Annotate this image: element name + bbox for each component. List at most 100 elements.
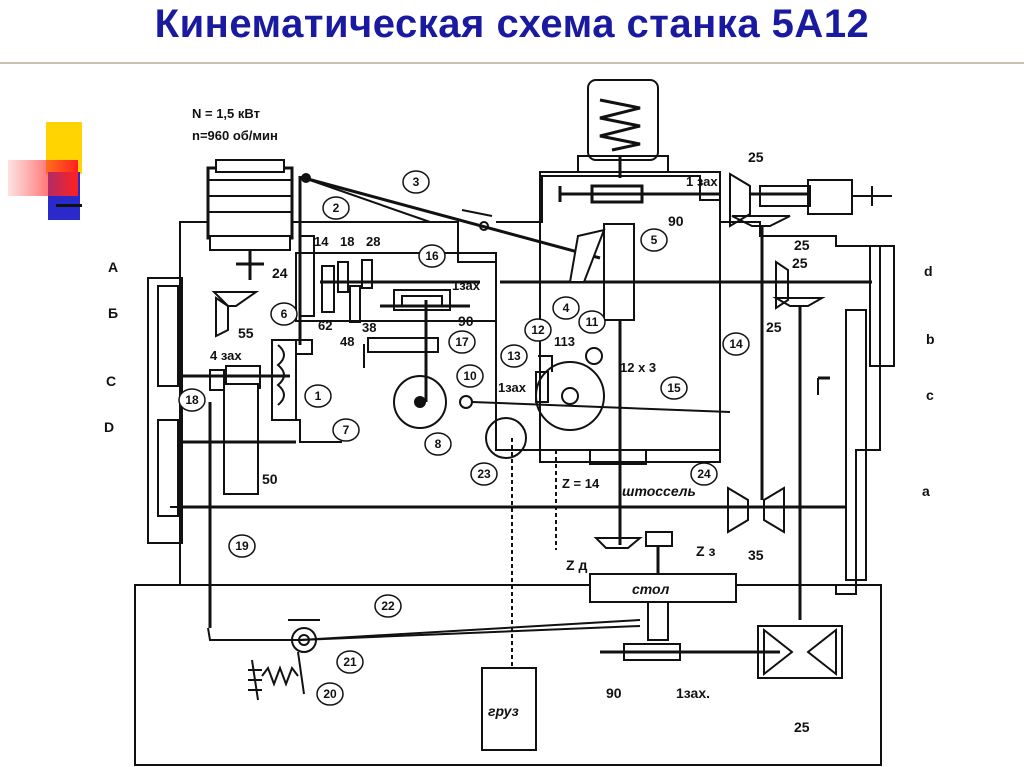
callout-circle-19 <box>228 534 256 558</box>
callout-circle-3 <box>402 170 430 194</box>
callout-circle-14 <box>722 332 750 356</box>
feed-lever <box>301 173 606 283</box>
gear-4zax: 4 зах <box>210 348 242 363</box>
callout-7: 7 <box>343 423 350 437</box>
callout-21: 21 <box>343 655 357 669</box>
title-bar <box>0 0 1024 60</box>
callout-circle-24 <box>690 462 718 486</box>
gear-55: 55 <box>238 325 254 341</box>
callout-circle-13 <box>500 344 528 368</box>
label-b-latin: b <box>926 331 935 347</box>
gear-25-a: 25 <box>748 149 764 165</box>
motor-speed: n=960 об/мин <box>192 128 278 143</box>
callout-15: 15 <box>667 381 681 395</box>
gear-1zax-top: 1 зах <box>686 174 718 189</box>
feed-mechanism <box>393 347 731 670</box>
motor <box>206 159 294 280</box>
gear-1zax-bottom: 1зах. <box>676 685 710 701</box>
label-c-latin: c <box>926 387 934 403</box>
callout-19: 19 <box>235 539 249 553</box>
label-a-latin: a <box>922 483 930 499</box>
throttle-label: штоссель <box>622 483 696 499</box>
gear-50: 50 <box>262 471 278 487</box>
callout-circle-16 <box>418 244 446 268</box>
callout-14: 14 <box>729 337 743 351</box>
label-d-lower: d <box>924 263 933 279</box>
gear-z14: Z = 14 <box>562 476 600 491</box>
gear-zz: Z з <box>696 543 715 559</box>
callout-18: 18 <box>185 393 199 407</box>
gear-38: 38 <box>362 320 376 335</box>
callout-1: 1 <box>315 389 322 403</box>
callout-circle-4 <box>552 296 580 320</box>
gear-1zax-small: 1зах <box>498 380 527 395</box>
gear-35: 35 <box>748 547 764 563</box>
gear-zd: Z д <box>566 557 587 573</box>
housing <box>134 171 882 766</box>
callout-circle-7 <box>332 418 360 442</box>
title-divider <box>0 62 1024 64</box>
callout-circle-21 <box>336 650 364 674</box>
gear-18: 18 <box>340 234 354 249</box>
callout-circle-1 <box>304 384 332 408</box>
gear-25-d: 25 <box>766 319 782 335</box>
callout-6: 6 <box>281 307 288 321</box>
callout-circle-15 <box>660 376 688 400</box>
callout-circle-20 <box>316 682 344 706</box>
callout-circle-17 <box>448 330 476 354</box>
callout-12: 12 <box>531 323 545 337</box>
motor-power: N = 1,5 кВт <box>192 106 260 121</box>
callout-20: 20 <box>323 687 337 701</box>
gear-24: 24 <box>272 265 288 281</box>
gear-113: 113 <box>554 334 575 349</box>
callout-17: 17 <box>455 335 469 349</box>
page-title: Кинематическая схема станка 5А12 <box>154 2 870 46</box>
gear-1zax-mid: 1зах <box>452 278 481 293</box>
gear-90-mid: 90 <box>458 313 474 329</box>
gear-90-top: 90 <box>668 213 684 229</box>
gear-28: 28 <box>366 234 380 249</box>
callout-23: 23 <box>477 467 491 481</box>
callout-4: 4 <box>563 301 570 315</box>
callout-circle-11 <box>578 310 606 334</box>
decor-blocks <box>8 122 82 220</box>
callout-3: 3 <box>413 175 420 189</box>
callout-circle-12 <box>524 318 552 342</box>
left-gearbox <box>157 176 480 628</box>
gear-25-b: 25 <box>794 237 810 253</box>
callout-11: 11 <box>586 315 599 329</box>
callout-circle-22 <box>374 594 402 618</box>
label-a-cyr: А <box>108 259 118 275</box>
label-c-cyr: С <box>106 373 116 389</box>
gear-12x3: 12 х 3 <box>620 360 656 375</box>
callout-16: 16 <box>425 249 439 263</box>
callout-22: 22 <box>381 599 395 613</box>
gear-25-bottom: 25 <box>794 719 810 735</box>
callout-10: 10 <box>463 369 477 383</box>
callout-8: 8 <box>435 437 442 451</box>
label-d-upper: D <box>104 419 114 435</box>
gear-25-c: 25 <box>792 255 808 271</box>
table-assembly <box>207 531 843 751</box>
right-drive <box>180 172 895 620</box>
callout-circle-6 <box>270 302 298 326</box>
callout-24: 24 <box>697 467 711 481</box>
table-label: стол <box>632 581 670 597</box>
callout-circle-18 <box>178 388 206 412</box>
gear-48: 48 <box>340 334 354 349</box>
callout-circle-23 <box>470 462 498 486</box>
gear-14: 14 <box>314 234 329 249</box>
weight-label: груз <box>488 703 519 719</box>
label-b-cyr: Б <box>108 305 118 321</box>
callout-circle-8 <box>424 432 452 456</box>
gear-90-bottom: 90 <box>606 685 622 701</box>
callout-13: 13 <box>507 349 521 363</box>
callout-circle-2 <box>322 196 350 220</box>
gear-62: 62 <box>318 318 332 333</box>
callout-5: 5 <box>651 233 658 247</box>
callout-circle-5 <box>640 228 668 252</box>
callout-circle-10 <box>456 364 484 388</box>
callout-2: 2 <box>333 201 340 215</box>
